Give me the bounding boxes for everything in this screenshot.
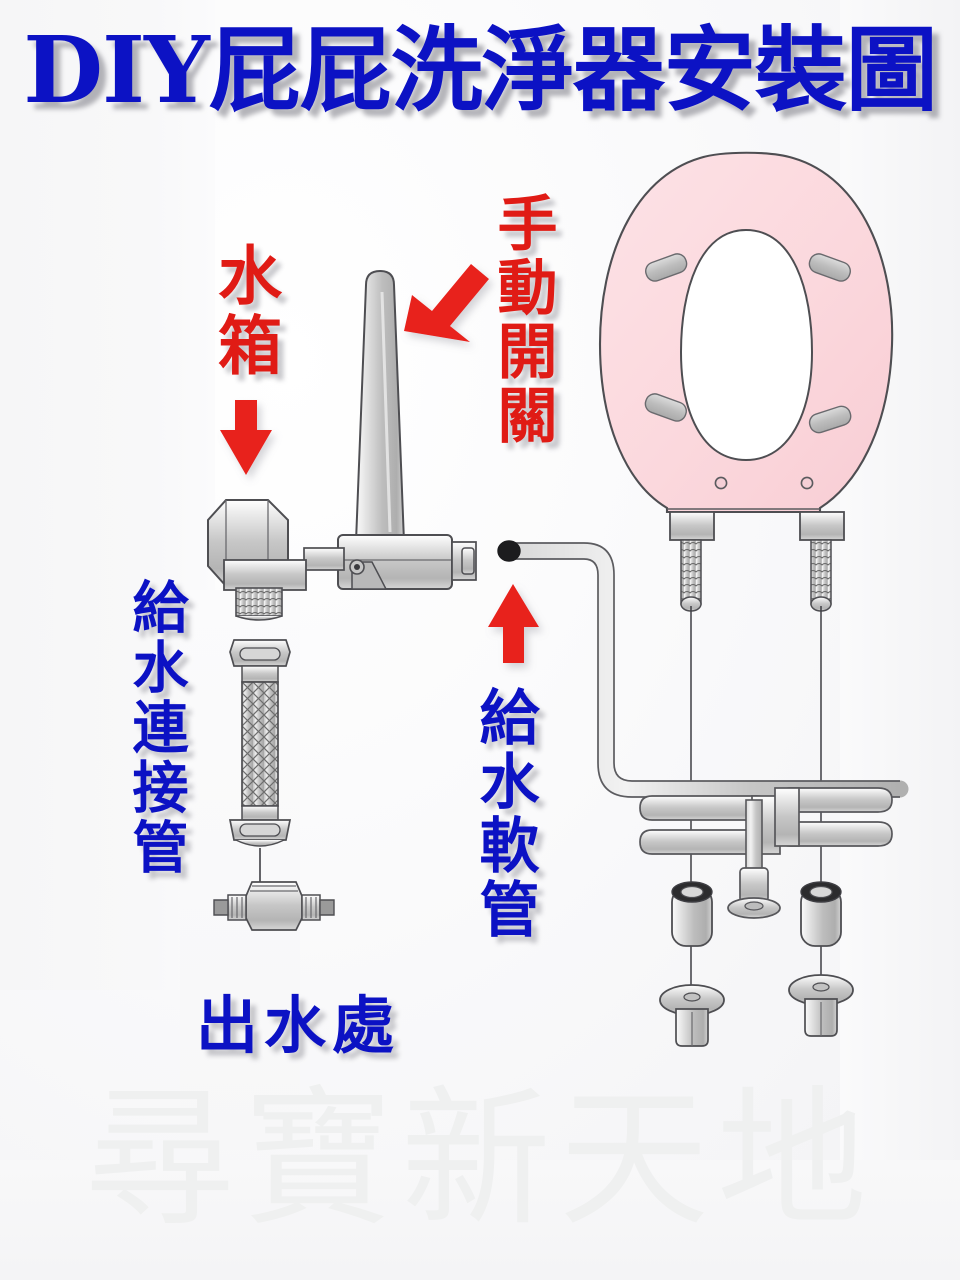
seat-hole-right [800,476,814,490]
outlet-fitting [213,881,335,931]
anchor-right [788,974,854,1037]
anchor-left [659,984,725,1047]
seat-bumpers [644,253,852,434]
label-manual-switch: 手動開關 [487,192,557,448]
t-valve [207,269,477,621]
supply-hose-end-cap [497,540,521,562]
bracket-center-nut [739,867,769,903]
valve-lever-handle[interactable] [354,269,406,543]
braided-hose [228,639,292,884]
seat-hole-left [714,476,728,490]
nut-left [671,881,713,947]
arrow-tank [220,400,272,475]
toilet-seat [598,151,894,514]
supply-hose [497,540,909,798]
watermark-text: 尋寶新天地 [84,1073,875,1247]
label-supply-hose: 給水軟管 [469,686,539,942]
seat-bolt-left [669,511,715,1010]
label-water-outlet: 出水處 [196,989,401,1062]
nut-right [800,881,842,947]
mounting-bracket [639,787,893,919]
label-water-tank: 水箱 [207,242,282,382]
arrow-switch [404,264,489,342]
arrow-hose [488,584,539,663]
label-supply-connector: 給水連接管 [123,578,189,878]
page-title: DIY屁屁洗淨器安裝圖 [23,16,938,124]
